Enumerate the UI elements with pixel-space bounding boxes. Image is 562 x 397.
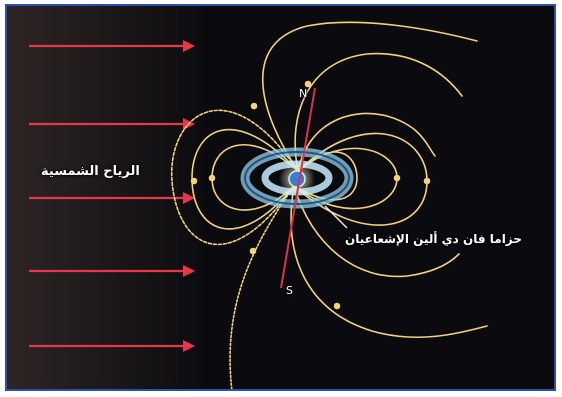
van-allen-belts-label: حزاما فان دي ألين الإشعاعيان (345, 232, 522, 246)
diagram-frame: الرياح الشمسية حزاما فان دي ألين الإشعاع… (5, 4, 556, 391)
earth-icon (289, 171, 305, 187)
field-line (298, 113, 435, 171)
solar-wind-label: الرياح الشمسية (41, 164, 140, 179)
magnetic-field-lines (172, 22, 487, 389)
north-pole-label: N (299, 87, 307, 100)
magnetosphere-diagram (7, 6, 554, 389)
field-line (291, 186, 487, 337)
south-pole-label: S (286, 284, 293, 297)
